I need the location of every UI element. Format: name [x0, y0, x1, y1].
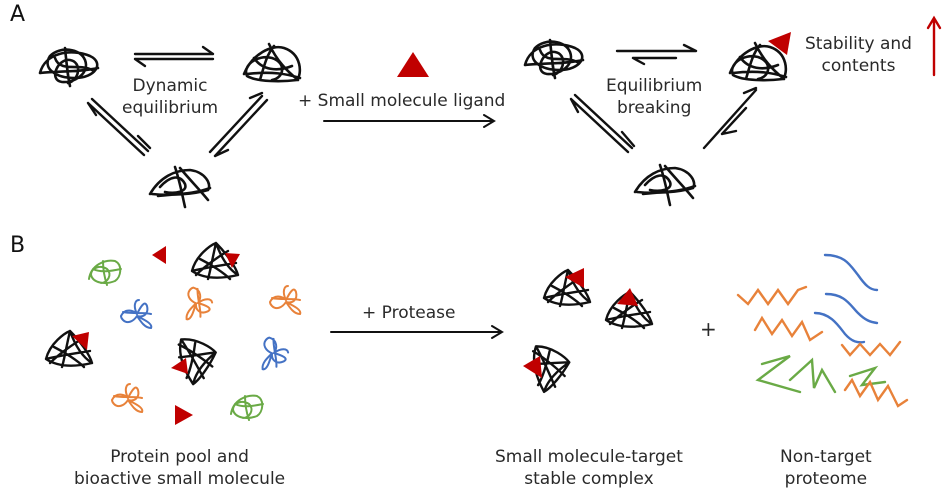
stability-contents-label: Stability and contents [805, 33, 912, 77]
fragment-orange-1 [736, 285, 808, 307]
equilibrium-arrows-a-right [208, 91, 269, 158]
fragment-green-2 [848, 365, 887, 387]
protein-pool-label: Protein pool and bioactive small molecul… [74, 446, 285, 490]
label-line: equilibrium [122, 98, 219, 118]
protein-conformer-a2 [242, 42, 302, 83]
fragment-blue-2 [824, 292, 879, 325]
bound-ligand-icon [768, 32, 791, 55]
pool-protein-orange-1 [180, 283, 216, 321]
protein-conformer-a5-bound [728, 41, 788, 82]
pool-protein-blue-2 [256, 333, 292, 371]
up-arrow-icon [926, 15, 942, 77]
equilibrium-arrows-a-top [133, 45, 215, 68]
label-line: Protein pool and [110, 447, 249, 467]
non-target-proteome-label: Non-target proteome [780, 446, 872, 490]
label-line: Small molecule-target [495, 447, 683, 467]
pool-bound-ligand-1 [225, 253, 240, 268]
free-ligand-2 [175, 405, 193, 425]
equilibrium-arrows-b-right [702, 86, 758, 150]
pool-target-protein-3 [172, 328, 225, 387]
stable-complex-ligand-2 [617, 288, 638, 306]
pool-protein-green-2 [230, 394, 264, 421]
ligand-reaction-arrow [323, 114, 496, 128]
protein-conformer-a6 [633, 163, 697, 207]
label-line: bioactive small molecule [74, 469, 286, 489]
equilibrium-arrows-b-left [569, 93, 636, 154]
free-ligand-1 [152, 246, 166, 264]
fragment-blue-1 [823, 253, 879, 292]
stable-complex-ligand-3 [523, 356, 542, 378]
plus-sign: + [700, 317, 717, 341]
label-line: breaking [616, 98, 692, 118]
protein-conformer-a4 [523, 38, 585, 80]
label-line: Stability and [805, 34, 912, 54]
peptide-fragments [736, 253, 909, 408]
fragment-orange-4 [843, 377, 909, 408]
label-line: Equilibrium [606, 76, 703, 96]
label-line: Non-target [780, 447, 872, 467]
pool-protein-orange-2 [269, 285, 302, 315]
protease-reaction-arrow [330, 325, 504, 339]
stable-complex-ligand-1 [565, 268, 584, 288]
stable-complex-label: Small molecule-target stable complex [495, 446, 683, 490]
protein-conformer-a1 [38, 46, 100, 88]
label-line: Dynamic [132, 76, 208, 96]
label-line: stable complex [524, 469, 654, 489]
panel-a-letter: A [10, 2, 26, 27]
pool-protein-orange-3 [111, 383, 144, 413]
ligand-triangle-icon [397, 52, 429, 77]
label-line: contents [821, 56, 896, 76]
pool-protein-blue-1 [120, 299, 153, 329]
equilibrium-arrows-b-top [615, 43, 698, 66]
equilibrium-arrows-a-left [86, 97, 152, 157]
pool-protein-green-1 [88, 259, 122, 286]
panel-b-letter: B [10, 233, 26, 258]
equilibrium-breaking-label: Equilibrium breaking [606, 75, 702, 119]
pool-bound-ligand-2 [72, 332, 89, 350]
fragment-blue-3 [813, 311, 866, 344]
fragment-green-1 [755, 354, 837, 394]
label-line: proteome [784, 469, 868, 489]
fragment-orange-3 [840, 340, 902, 357]
protein-conformer-a3 [148, 165, 212, 209]
dynamic-equilibrium-label: Dynamic equilibrium [122, 75, 218, 119]
pool-bound-ligand-3 [171, 358, 188, 374]
small-molecule-ligand-label: + Small molecule ligand [298, 91, 506, 111]
fragment-orange-2 [753, 315, 824, 342]
protease-label: + Protease [362, 303, 456, 323]
